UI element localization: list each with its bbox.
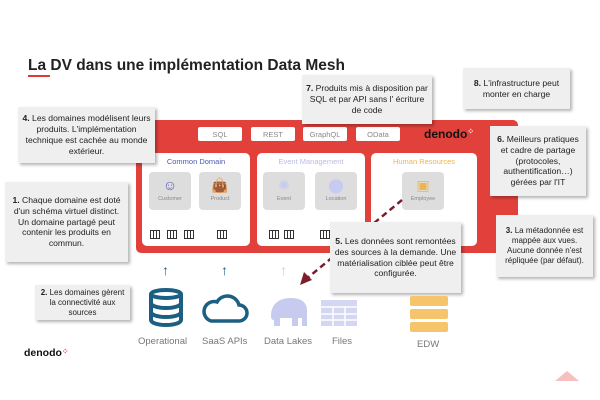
note-number: 5. [335,235,343,246]
source-label-saas-apis: SaaS APIs [202,336,248,347]
note-7: 7. Produits mis à disposition par SQL et… [302,75,432,124]
note-8: 8. L'infrastructure peut monter en charg… [463,68,570,109]
note-2: 2. Les domaines gèrent la connectivité a… [35,285,130,320]
api-pill-graphql: GraphQL [303,127,347,141]
table-icon [269,230,279,239]
note-3: 3. La métadonnée est mappée aux vues. Au… [496,215,593,277]
note-6: 6. Meilleurs pratiques et cadre de parta… [490,126,586,196]
elephant-icon [271,298,307,326]
card-label: Location [325,196,347,202]
api-pill-rest: REST [251,127,295,141]
scroll-up-icon[interactable] [555,371,579,381]
card-label: Product [210,196,230,202]
card-label: Event [276,196,292,202]
note-number: 6. [497,134,505,144]
note-number: 3. [505,226,513,235]
brand-text: denodo [24,347,62,359]
domain-title: Human Resources [392,157,456,166]
spreadsheet-icon [321,300,357,326]
note-5: 5. Les données sont remontées des source… [330,222,461,293]
card-label: Employee [410,196,436,202]
table-icon [284,230,294,239]
up-arrow-icon: ↑ [221,262,228,278]
source-label-data-lakes: Data Lakes [264,336,313,347]
note-number: 4. [22,113,30,124]
note-number: 8. [473,77,482,88]
note-text: Meilleurs pratiques et cadre de partage … [500,134,579,188]
card-event: ✺ Event [263,172,305,210]
note-number: 7. [306,83,314,94]
table-icon [217,230,227,239]
up-arrow-icon: ↑ [280,262,287,278]
note-text: Produits mis à disposition par SQL et pa… [309,83,428,115]
note-text: La métadonnée est mappée aux vues. Aucun… [505,226,584,265]
note-4: 4. Les domaines modélisent leurs produit… [18,107,155,163]
card-product: 👜 Product [199,172,241,210]
denodo-footer-logo: denodo⁘ [24,347,69,359]
brand-text: denodo [424,127,468,141]
shopping-bag-icon: 👜 [211,177,229,193]
api-pill-odata: OData [356,127,400,141]
note-1: 1. Chaque domaine est doté d'un schéma v… [5,182,128,262]
note-text: Les données sont remontées des sources à… [334,235,457,279]
location-pin-icon: ⬤ [328,177,344,193]
card-customer: ☺ Customer [149,172,191,210]
note-number: 2. [40,287,48,297]
page-title: La DV dans une implémentation Data Mesh [28,57,345,74]
note-text: Chaque domaine est doté d'un schéma virt… [13,195,121,249]
denodo-logo: denodo⁘ [424,127,475,141]
api-pill-sql: SQL [198,127,242,141]
cloud-icon [202,294,249,323]
domain-title: Common Domain [166,157,226,166]
title-underline [28,75,50,77]
server-icon [410,296,448,332]
source-label-operational: Operational [138,336,188,347]
card-location: ⬤ Location [315,172,357,210]
table-icon [167,230,177,239]
database-icon [149,288,183,328]
up-arrow-icon: ↑ [162,262,169,278]
card-label: Customer [158,196,182,202]
event-icon: ✺ [278,177,290,193]
domain-title: Event Management [278,157,344,166]
table-icon [184,230,194,239]
source-label-edw: EDW [417,339,440,350]
person-icon: ☺ [162,177,178,193]
table-icon [320,230,330,239]
note-text: Les domaines modélisent leurs produits. … [25,113,151,156]
note-text: L'infrastructure peut monter en charge [481,77,560,99]
note-text: Les domaines gèrent la connectivité aux … [47,287,125,317]
table-icon [150,230,160,239]
note-number: 1. [12,195,20,205]
source-label-files: Files [332,336,353,347]
id-card-icon: ▣ [416,177,430,193]
card-employee: ▣ Employee [402,172,444,210]
domain-common: Common Domain ☺ Customer 👜 Product [142,153,250,246]
